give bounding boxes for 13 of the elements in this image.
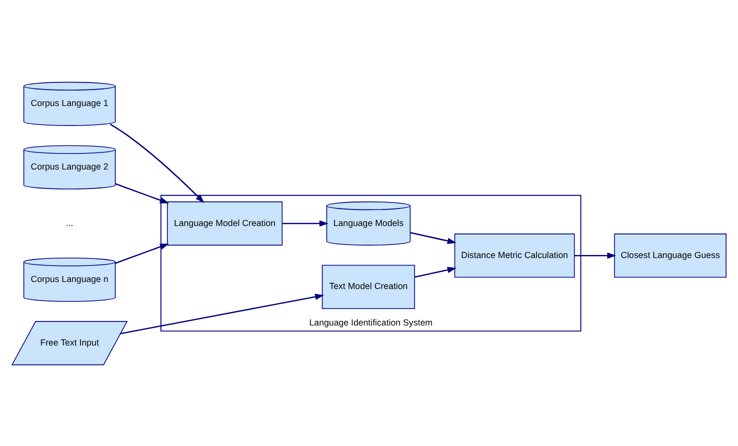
arrow (120, 293, 324, 334)
arrow (115, 182, 169, 203)
arrow (282, 220, 328, 226)
arrow (410, 232, 456, 244)
node-box: Text Model Creation (322, 264, 416, 308)
node-box: Closest Language Guess (614, 233, 726, 278)
arrow (414, 266, 456, 278)
arrow (115, 243, 169, 264)
arrow (110, 123, 204, 202)
node-box: Language Model Creation (166, 200, 283, 246)
arrow (574, 252, 616, 258)
node-box: Distance Metric Calculation (454, 233, 575, 278)
label: ... (66, 217, 74, 228)
